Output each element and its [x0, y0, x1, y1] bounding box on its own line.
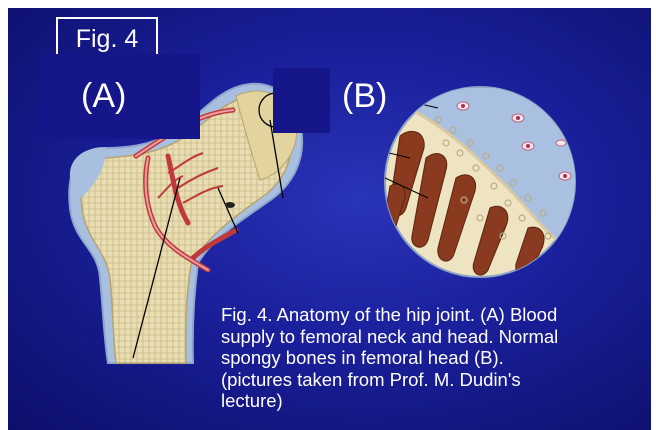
figure-caption: Fig. 4. Anatomy of the hip joint. (A) Bl… — [221, 304, 641, 412]
caption-line: (pictures taken from Prof. M. Dudin's — [221, 369, 641, 391]
label-b: (B) — [342, 76, 387, 116]
caption-line: spongy bones in femoral head (B). — [221, 347, 641, 369]
slide: Fig. 4 (A) (B) Fig. 4. Anatomy of the hi… — [8, 8, 651, 430]
spongy-bone-zoom — [368, 87, 580, 277]
caption-line: Fig. 4. Anatomy of the hip joint. (A) Bl… — [221, 304, 641, 326]
label-b-background — [273, 68, 330, 133]
caption-line: supply to femoral neck and head. Normal — [221, 326, 641, 348]
label-a: (A) — [81, 76, 126, 116]
caption-line: lecture) — [221, 390, 641, 412]
